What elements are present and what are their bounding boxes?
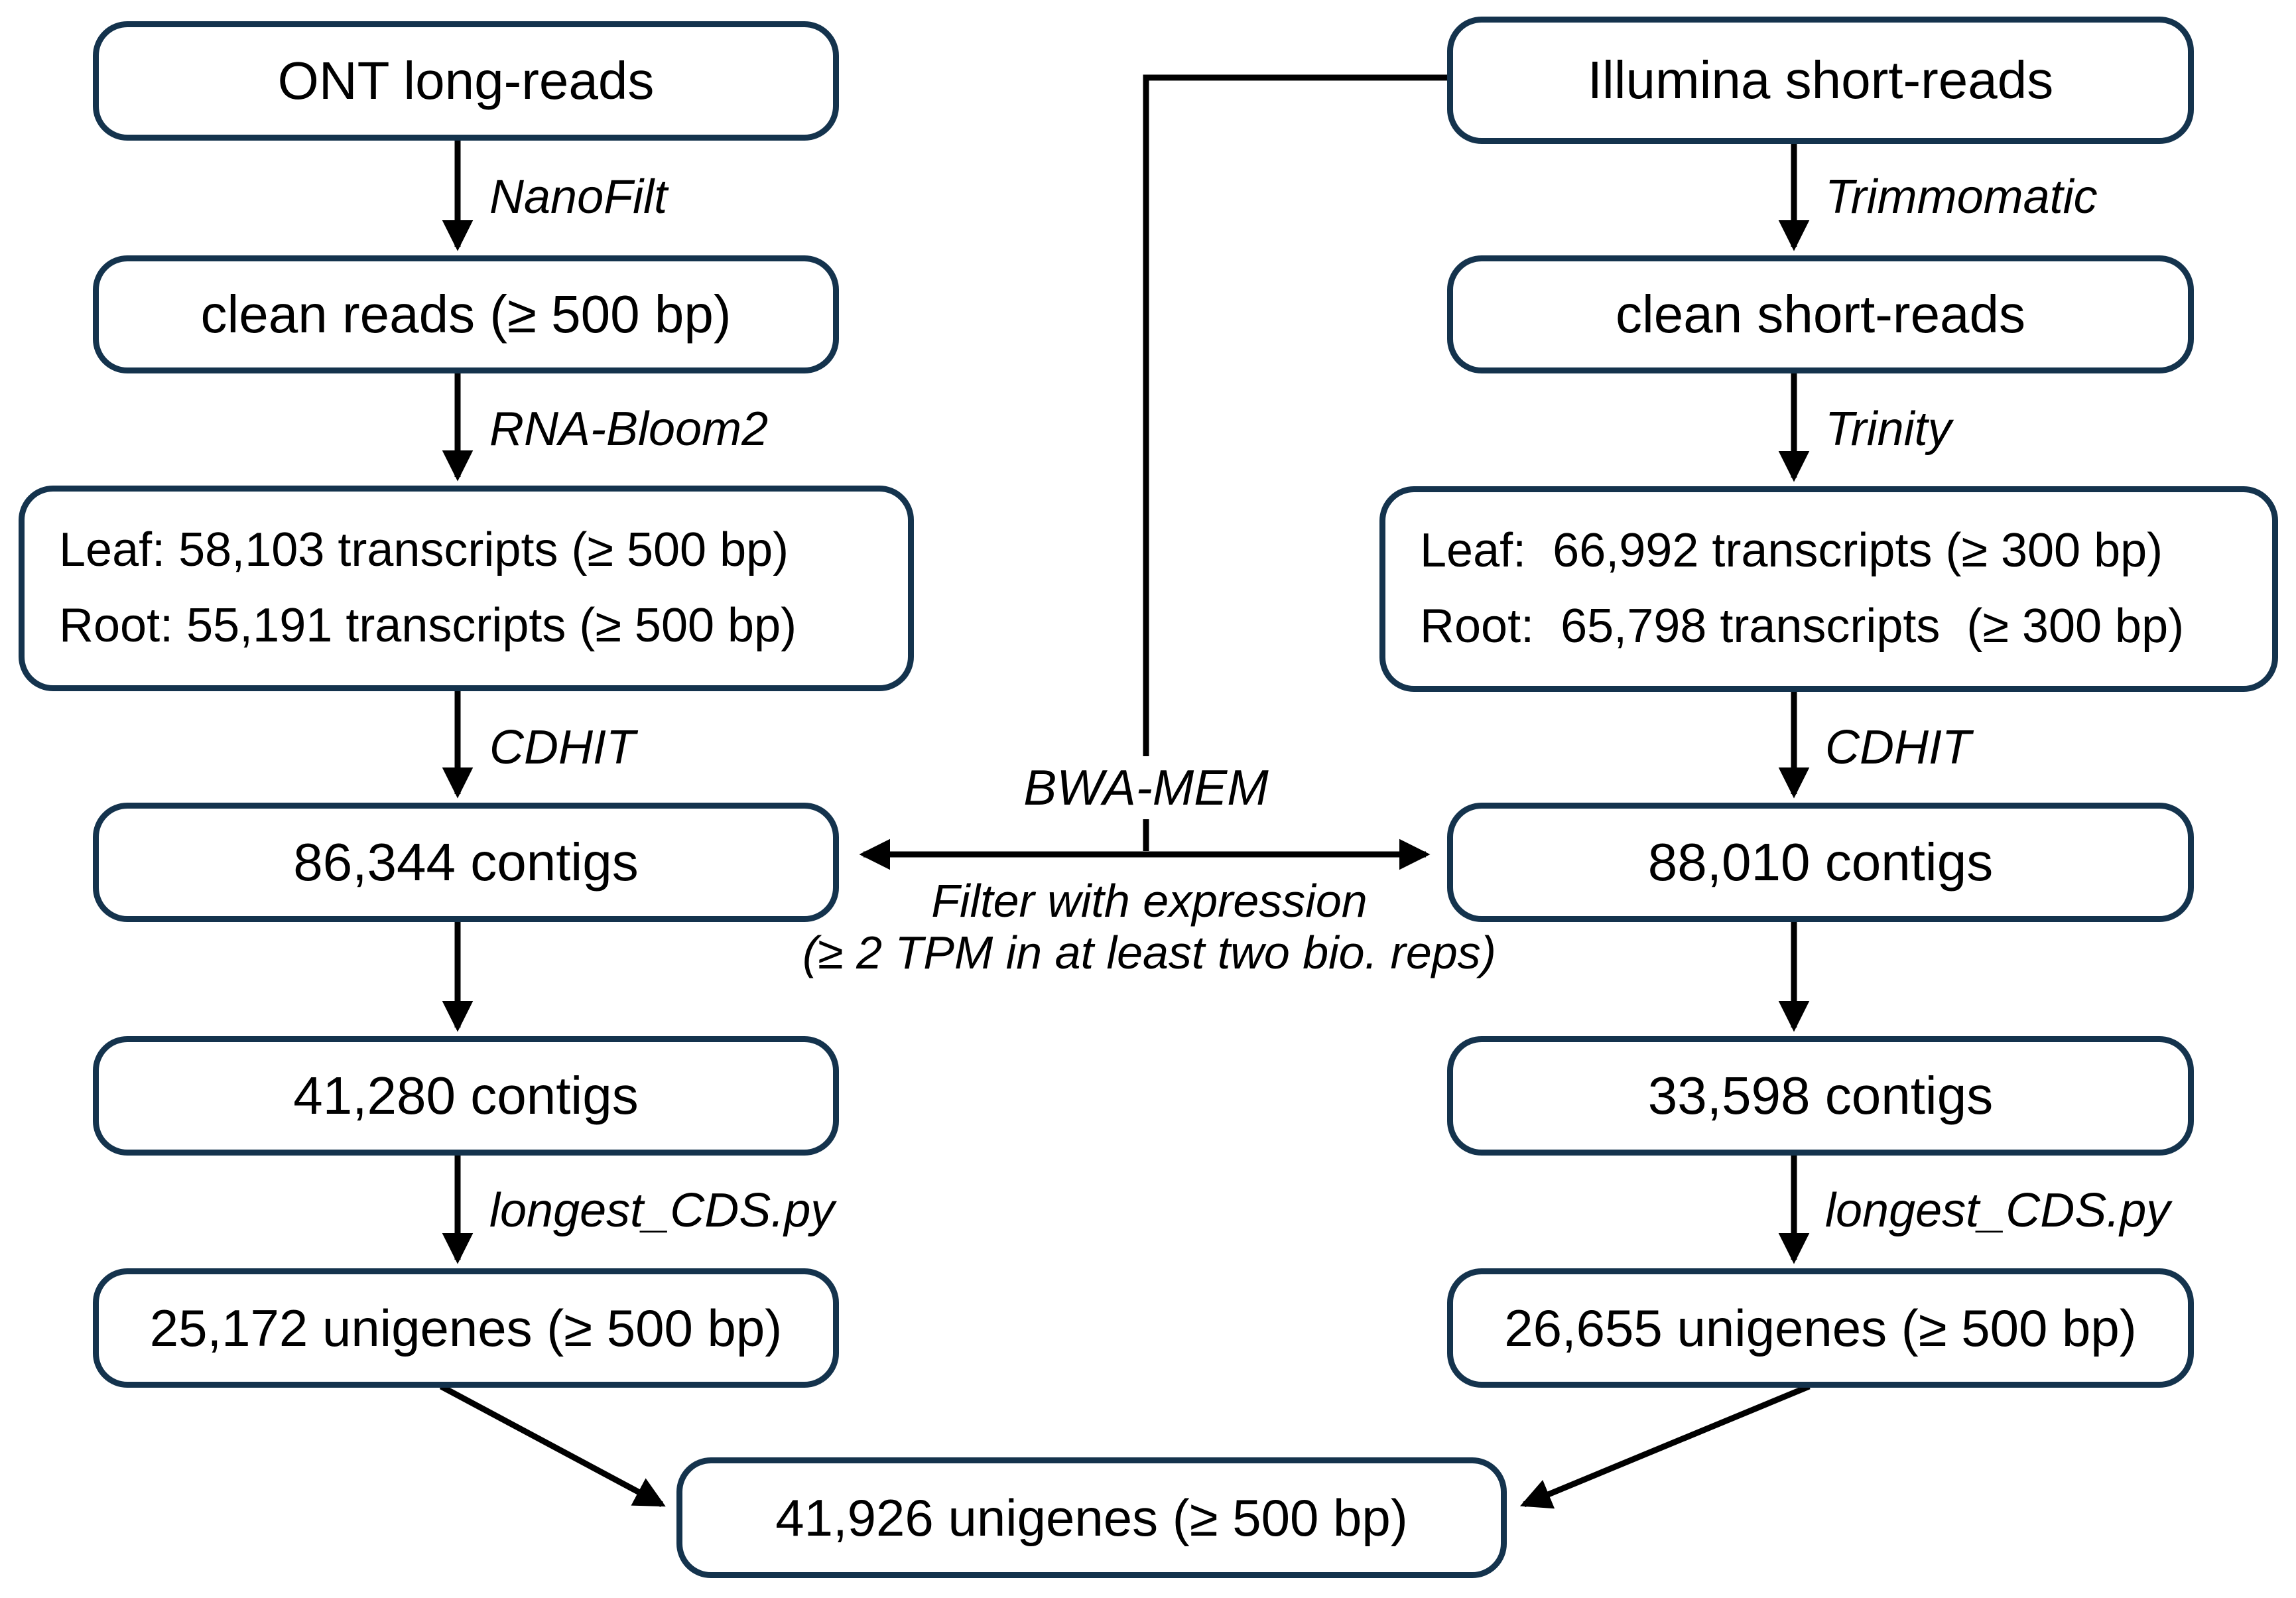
box-clean-short-reads: clean short-reads	[1447, 255, 2194, 373]
label-cdhit-left: CDHIT	[489, 721, 635, 774]
box-illumina-short-reads: Illumina short-reads	[1447, 17, 2194, 144]
box-unigenes-ont: 25,172 unigenes (≥ 500 bp)	[93, 1268, 839, 1388]
label-rna-bloom2: RNA-Bloom2	[489, 403, 769, 456]
box-filtered-contigs-ont: 41,280 contigs	[93, 1036, 839, 1156]
box-transcripts-illumina: Leaf: 66,992 transcripts (≥ 300 bp) Root…	[1379, 486, 2278, 692]
transcripts-illumina-leaf: Leaf: 66,992 transcripts (≥ 300 bp)	[1420, 524, 2163, 578]
label-trinity: Trinity	[1825, 403, 1952, 456]
arrow-unigenes-left-to-merged	[439, 1384, 666, 1507]
box-clean-reads-ont: clean reads (≥ 500 bp)	[93, 255, 839, 373]
label-nanofilt: NanoFilt	[489, 170, 668, 224]
label-longest-cds-left: longest_CDS.py	[489, 1184, 835, 1237]
transcripts-ont-leaf: Leaf: 58,103 transcripts (≥ 500 bp)	[59, 523, 789, 577]
transcripts-ont-root: Root: 55,191 transcripts (≥ 500 bp)	[59, 599, 797, 652]
label-trimmomatic: Trimmomatic	[1825, 170, 2098, 224]
box-unigenes-merged: 41,926 unigenes (≥ 500 bp)	[676, 1457, 1507, 1578]
arrow-unigenes-right-to-merged	[1519, 1383, 1811, 1509]
box-filtered-contigs-illumina: 33,598 contigs	[1447, 1036, 2194, 1156]
box-contigs-illumina: 88,010 contigs	[1447, 803, 2194, 922]
box-contigs-ont: 86,344 contigs	[93, 803, 839, 922]
connector-illumina-to-bwa	[1143, 74, 1447, 851]
box-ont-long-reads: ONT long-reads	[93, 21, 839, 141]
box-unigenes-illumina: 26,655 unigenes (≥ 500 bp)	[1447, 1268, 2194, 1388]
label-filter-expression: Filter with expression	[931, 875, 1368, 927]
label-longest-cds-right: longest_CDS.py	[1825, 1184, 2171, 1237]
label-filter-tpm: (≥ 2 TPM in at least two bio. reps)	[802, 927, 1497, 978]
transcripts-illumina-root: Root: 65,798 transcripts (≥ 300 bp)	[1420, 600, 2185, 653]
label-bwa-mem: BWA-MEM	[1005, 756, 1287, 819]
label-cdhit-right: CDHIT	[1825, 721, 1971, 774]
box-transcripts-ont: Leaf: 58,103 transcripts (≥ 500 bp) Root…	[19, 486, 914, 691]
